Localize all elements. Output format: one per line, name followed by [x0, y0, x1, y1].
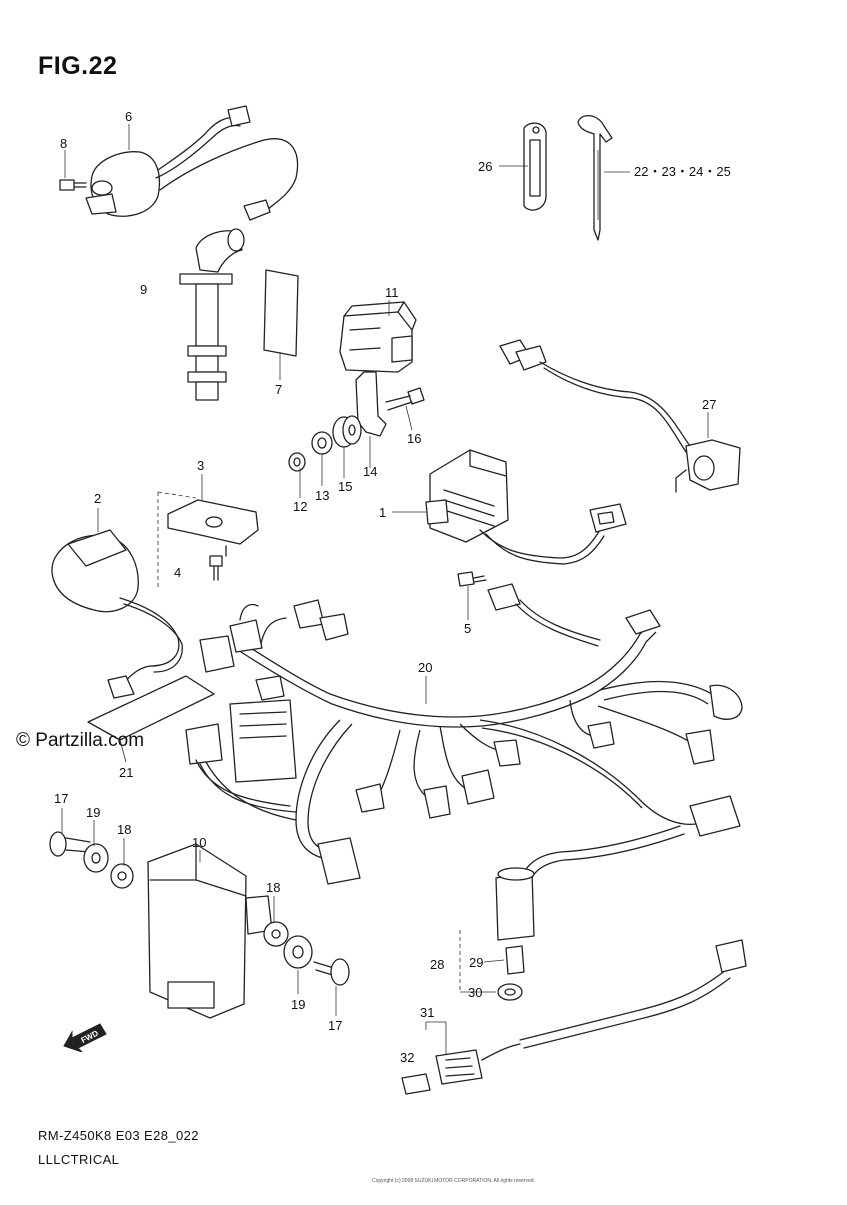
- callout-30[interactable]: 30: [468, 985, 483, 1000]
- callout-28[interactable]: 28: [430, 957, 445, 972]
- fuse-32[interactable]: [401, 1073, 431, 1095]
- callout-22-25[interactable]: 22・23・24・25: [634, 164, 731, 179]
- callout-27[interactable]: 27: [702, 397, 717, 412]
- label-21[interactable]: [87, 675, 215, 763]
- bolt-17-left[interactable]: [49, 831, 91, 857]
- callout-7[interactable]: 7: [275, 382, 283, 397]
- callout-29[interactable]: 29: [469, 955, 484, 970]
- callout-15[interactable]: 15: [338, 479, 353, 494]
- screw-4[interactable]: [209, 555, 223, 581]
- label-7[interactable]: [263, 269, 299, 357]
- figure-title: FIG.22: [38, 52, 118, 80]
- callout-17-left[interactable]: 17: [54, 791, 69, 806]
- callout-26[interactable]: 26: [478, 159, 493, 174]
- bracket-3[interactable]: [167, 499, 259, 557]
- washer-19-left[interactable]: [83, 843, 109, 873]
- washer-18-right[interactable]: [263, 921, 289, 947]
- ecu-10[interactable]: [147, 843, 273, 1019]
- ignition-coil[interactable]: [85, 105, 299, 221]
- washer-13[interactable]: [311, 431, 333, 455]
- callout-31[interactable]: 31: [420, 1005, 435, 1020]
- condenser-2[interactable]: [51, 529, 183, 699]
- callout-8[interactable]: 8: [60, 136, 68, 151]
- callout-19-right[interactable]: 19: [291, 997, 306, 1012]
- connector-31[interactable]: [435, 1043, 521, 1085]
- spark-plug-cap[interactable]: [179, 228, 245, 401]
- grommet-15[interactable]: [332, 415, 362, 448]
- callout-14[interactable]: 14: [363, 464, 378, 479]
- callout-4[interactable]: 4: [174, 565, 182, 580]
- high-tension-lead[interactable]: [495, 867, 535, 941]
- callout-3[interactable]: 3: [197, 458, 205, 473]
- clip-26[interactable]: [523, 122, 547, 211]
- callout-17-right[interactable]: 17: [328, 1018, 343, 1033]
- regulator-rectifier[interactable]: [425, 449, 627, 565]
- screw-5[interactable]: [457, 571, 487, 587]
- cap-30[interactable]: [497, 983, 523, 1001]
- screw-8[interactable]: [59, 179, 87, 191]
- spark-plug-29[interactable]: [505, 945, 525, 975]
- cable-tie[interactable]: [577, 115, 613, 241]
- connector-5[interactable]: [487, 583, 601, 647]
- callout-18-left[interactable]: 18: [117, 822, 132, 837]
- callout-19-left[interactable]: 19: [86, 805, 101, 820]
- washer-12[interactable]: [288, 452, 306, 472]
- callout-12[interactable]: 12: [293, 499, 308, 514]
- callout-5[interactable]: 5: [464, 621, 472, 636]
- washer-19-right[interactable]: [283, 935, 313, 969]
- callout-32[interactable]: 32: [400, 1050, 415, 1065]
- callout-6[interactable]: 6: [125, 109, 133, 124]
- section-name: LLLCTRICAL: [38, 1152, 120, 1167]
- callout-21[interactable]: 21: [119, 765, 134, 780]
- partzilla-watermark: © Partzilla.com: [16, 730, 145, 751]
- callout-13[interactable]: 13: [315, 488, 330, 503]
- relay-11[interactable]: [339, 301, 417, 373]
- sensor-27[interactable]: [499, 339, 741, 493]
- callout-9[interactable]: 9: [140, 282, 148, 297]
- callout-2[interactable]: 2: [94, 491, 102, 506]
- callout-18-right[interactable]: 18: [266, 880, 281, 895]
- forward-arrow-icon: FWD: [63, 1023, 107, 1052]
- callout-10[interactable]: 10: [192, 835, 207, 850]
- washer-18-left[interactable]: [110, 863, 134, 889]
- callout-1[interactable]: 1: [379, 505, 387, 520]
- wiring-harness-20[interactable]: [185, 599, 743, 895]
- sub-harness[interactable]: [519, 939, 747, 1049]
- bolt-17-right[interactable]: [313, 958, 350, 986]
- bolt-16[interactable]: [385, 387, 425, 411]
- callout-20[interactable]: 20: [418, 660, 433, 675]
- copyright-notice: Copyright (c) 2008 SUZUKI MOTOR CORPORAT…: [372, 1178, 535, 1184]
- callout-16[interactable]: 16: [407, 431, 422, 446]
- callout-11[interactable]: 11: [385, 285, 399, 300]
- model-code: RM-Z450K8 E03 E28_022: [38, 1128, 199, 1143]
